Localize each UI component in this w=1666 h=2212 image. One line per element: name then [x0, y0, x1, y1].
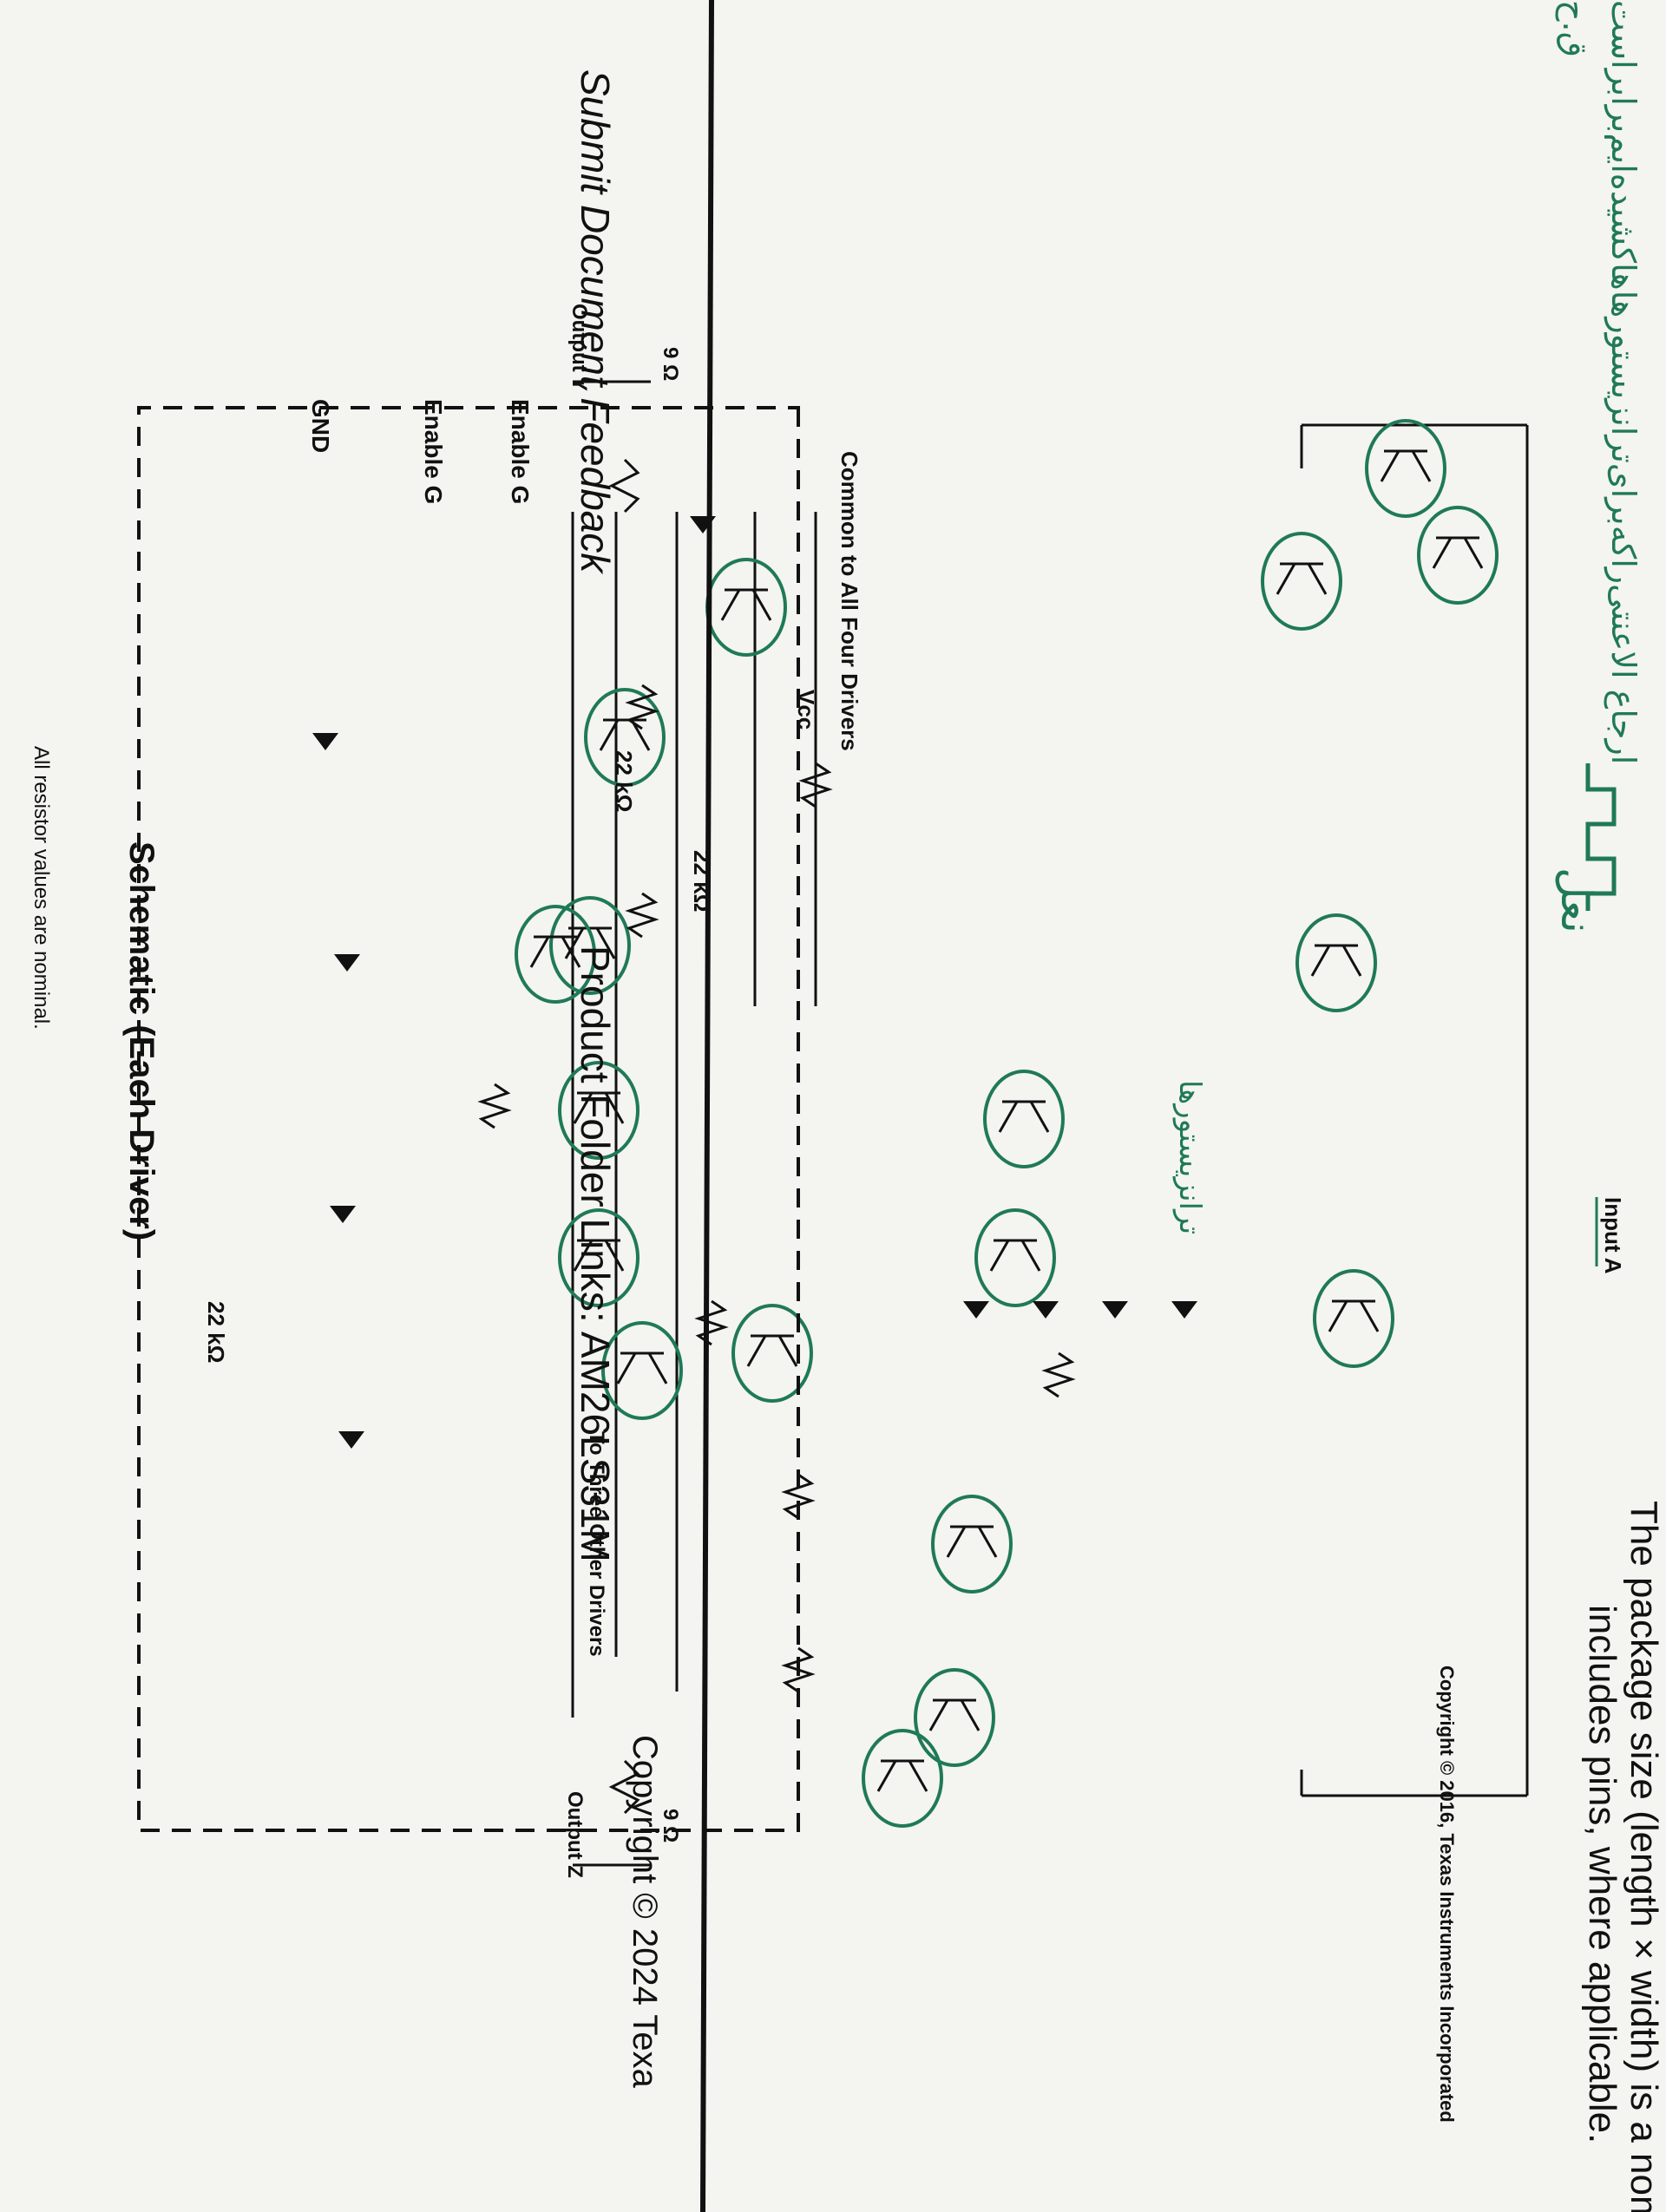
- r-22k-a-label: 22 kΩ: [689, 850, 715, 912]
- transistor-icon: [549, 896, 631, 995]
- r-22k-b-label: 22 kΩ: [611, 750, 637, 812]
- diode-icon: [338, 1431, 364, 1449]
- r-9-bottom-label: 9 Ω: [659, 1809, 682, 1842]
- transistor-icon: [914, 1668, 995, 1767]
- package-note-line-1: The package size (length × width) is a n…: [1623, 1501, 1665, 2212]
- diode-icon: [1033, 1301, 1059, 1319]
- resistor-group: [477, 684, 1076, 1693]
- r-9-top-label: 9 Ω: [659, 347, 682, 381]
- transistor-icon: [515, 905, 596, 1004]
- handwritten-waveform-note: نعل: [1551, 867, 1602, 933]
- output-y-label: Output Y: [567, 304, 591, 391]
- diode-icon: [330, 1206, 356, 1223]
- common-block-outline: [137, 406, 800, 1832]
- handwritten-waveform-icon: [1585, 763, 1617, 911]
- transistor-icon: [862, 1729, 943, 1828]
- transistor-icon: [601, 1321, 683, 1420]
- transistor-icon: [983, 1070, 1065, 1168]
- submit-feedback-link[interactable]: Submit Document Feedback: [573, 69, 618, 574]
- transistor-icon: [558, 1061, 640, 1160]
- handwritten-transistor-note: ترانزیستورها: [1172, 1080, 1207, 1234]
- transistor-icon: [558, 1208, 640, 1307]
- diode-icon: [312, 733, 338, 750]
- diode-icon: [1102, 1301, 1128, 1319]
- transistor-icon: [1313, 1269, 1394, 1368]
- transistor-icon: [931, 1495, 1013, 1594]
- handwritten-top-note: ارجاع الاعنتی‌راکه‌برای‌ترانزیستورها‌ها‌…: [1604, 0, 1643, 764]
- nominal-note: All resistor values are nominal.: [30, 746, 53, 1030]
- product-folder-link[interactable]: Product Folder Links: AM26LS31M: [573, 946, 618, 1562]
- copyright-small: Copyright © 2016, Texas Instruments Inco…: [1436, 1666, 1458, 2123]
- to-three-other-label: To Three Other Drivers: [585, 1431, 608, 1657]
- transistor-icon: [731, 1304, 813, 1403]
- copyright-footer: Copyright © 2024 Texa: [626, 1735, 664, 2089]
- schematic-title: Schematic (Each Driver): [122, 841, 161, 1240]
- transistor-group: [515, 419, 1499, 1828]
- gnd-label: GND: [307, 399, 334, 453]
- r-22k-top-label: 22 kΩ: [203, 1301, 229, 1363]
- output-wiring: [573, 380, 651, 1867]
- enable-gbar-label: Enable G: [507, 399, 534, 504]
- transistor-icon: [705, 558, 787, 657]
- output-z-label: Output Z: [563, 1791, 587, 1878]
- package-note-line-2: includes pins, where applicable.: [1581, 1605, 1623, 2143]
- handwritten-top-mark: ق.ح: [1556, 0, 1594, 57]
- transistor-icon: [1261, 532, 1342, 631]
- common-label: Common to All Four Drivers: [836, 451, 863, 751]
- diode-icon: [963, 1301, 989, 1319]
- diode-icon: [334, 954, 360, 972]
- transistor-icon: [1417, 506, 1499, 605]
- transistor-icon: [1365, 419, 1446, 518]
- page-footer-rule: [700, 0, 714, 2212]
- enable-g-label: Enable G: [420, 399, 447, 504]
- power-rails: [571, 423, 1529, 1797]
- vcc-label: Vcc: [793, 690, 819, 730]
- transistor-icon: [974, 1208, 1056, 1307]
- diode-icon: [1171, 1301, 1197, 1319]
- input-a-label: Input A: [1600, 1197, 1626, 1274]
- transistor-icon: [1295, 913, 1377, 1012]
